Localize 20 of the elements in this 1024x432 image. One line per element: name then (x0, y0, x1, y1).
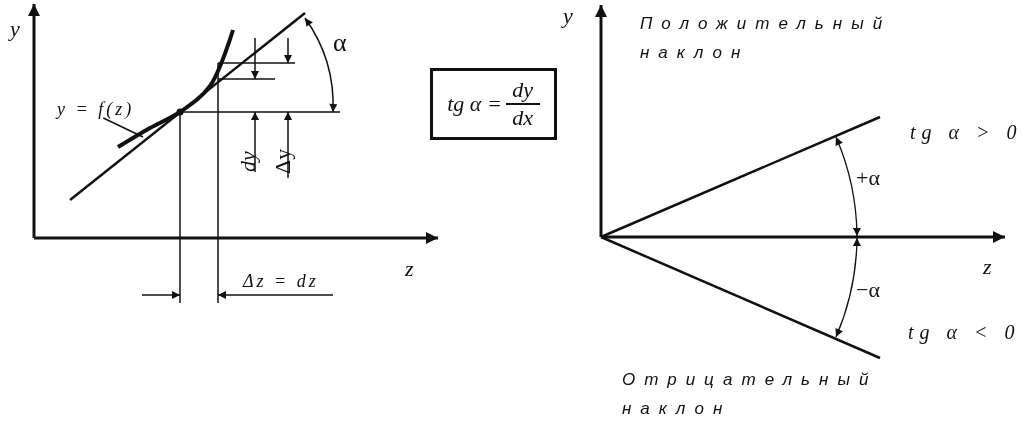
slope-caption: Отрицательный наклон (622, 369, 879, 420)
axis-label: z (405, 258, 414, 280)
function-label: y = f(z) (57, 100, 135, 118)
leader-line (102, 117, 144, 138)
formula-box (430, 68, 557, 140)
angle-label: +α (856, 167, 880, 189)
angle-label: −α (856, 279, 880, 301)
dimension-label: Δy (272, 148, 294, 174)
axis-label: z (983, 256, 992, 278)
dimension-label: Δz = dz (243, 272, 319, 290)
numerator: dy (512, 79, 534, 101)
slope-condition: tg α > 0 (910, 122, 1023, 142)
axis-label: y (10, 18, 20, 40)
slope-condition: tg α < 0 (908, 322, 1021, 342)
axis-label: y (563, 5, 573, 27)
slope-caption: Положительный наклон (640, 13, 893, 64)
formula-text: tg α = (447, 93, 502, 115)
dimension-label: dy (237, 151, 259, 172)
denominator: dx (512, 107, 534, 129)
angle-label: α (333, 30, 347, 56)
